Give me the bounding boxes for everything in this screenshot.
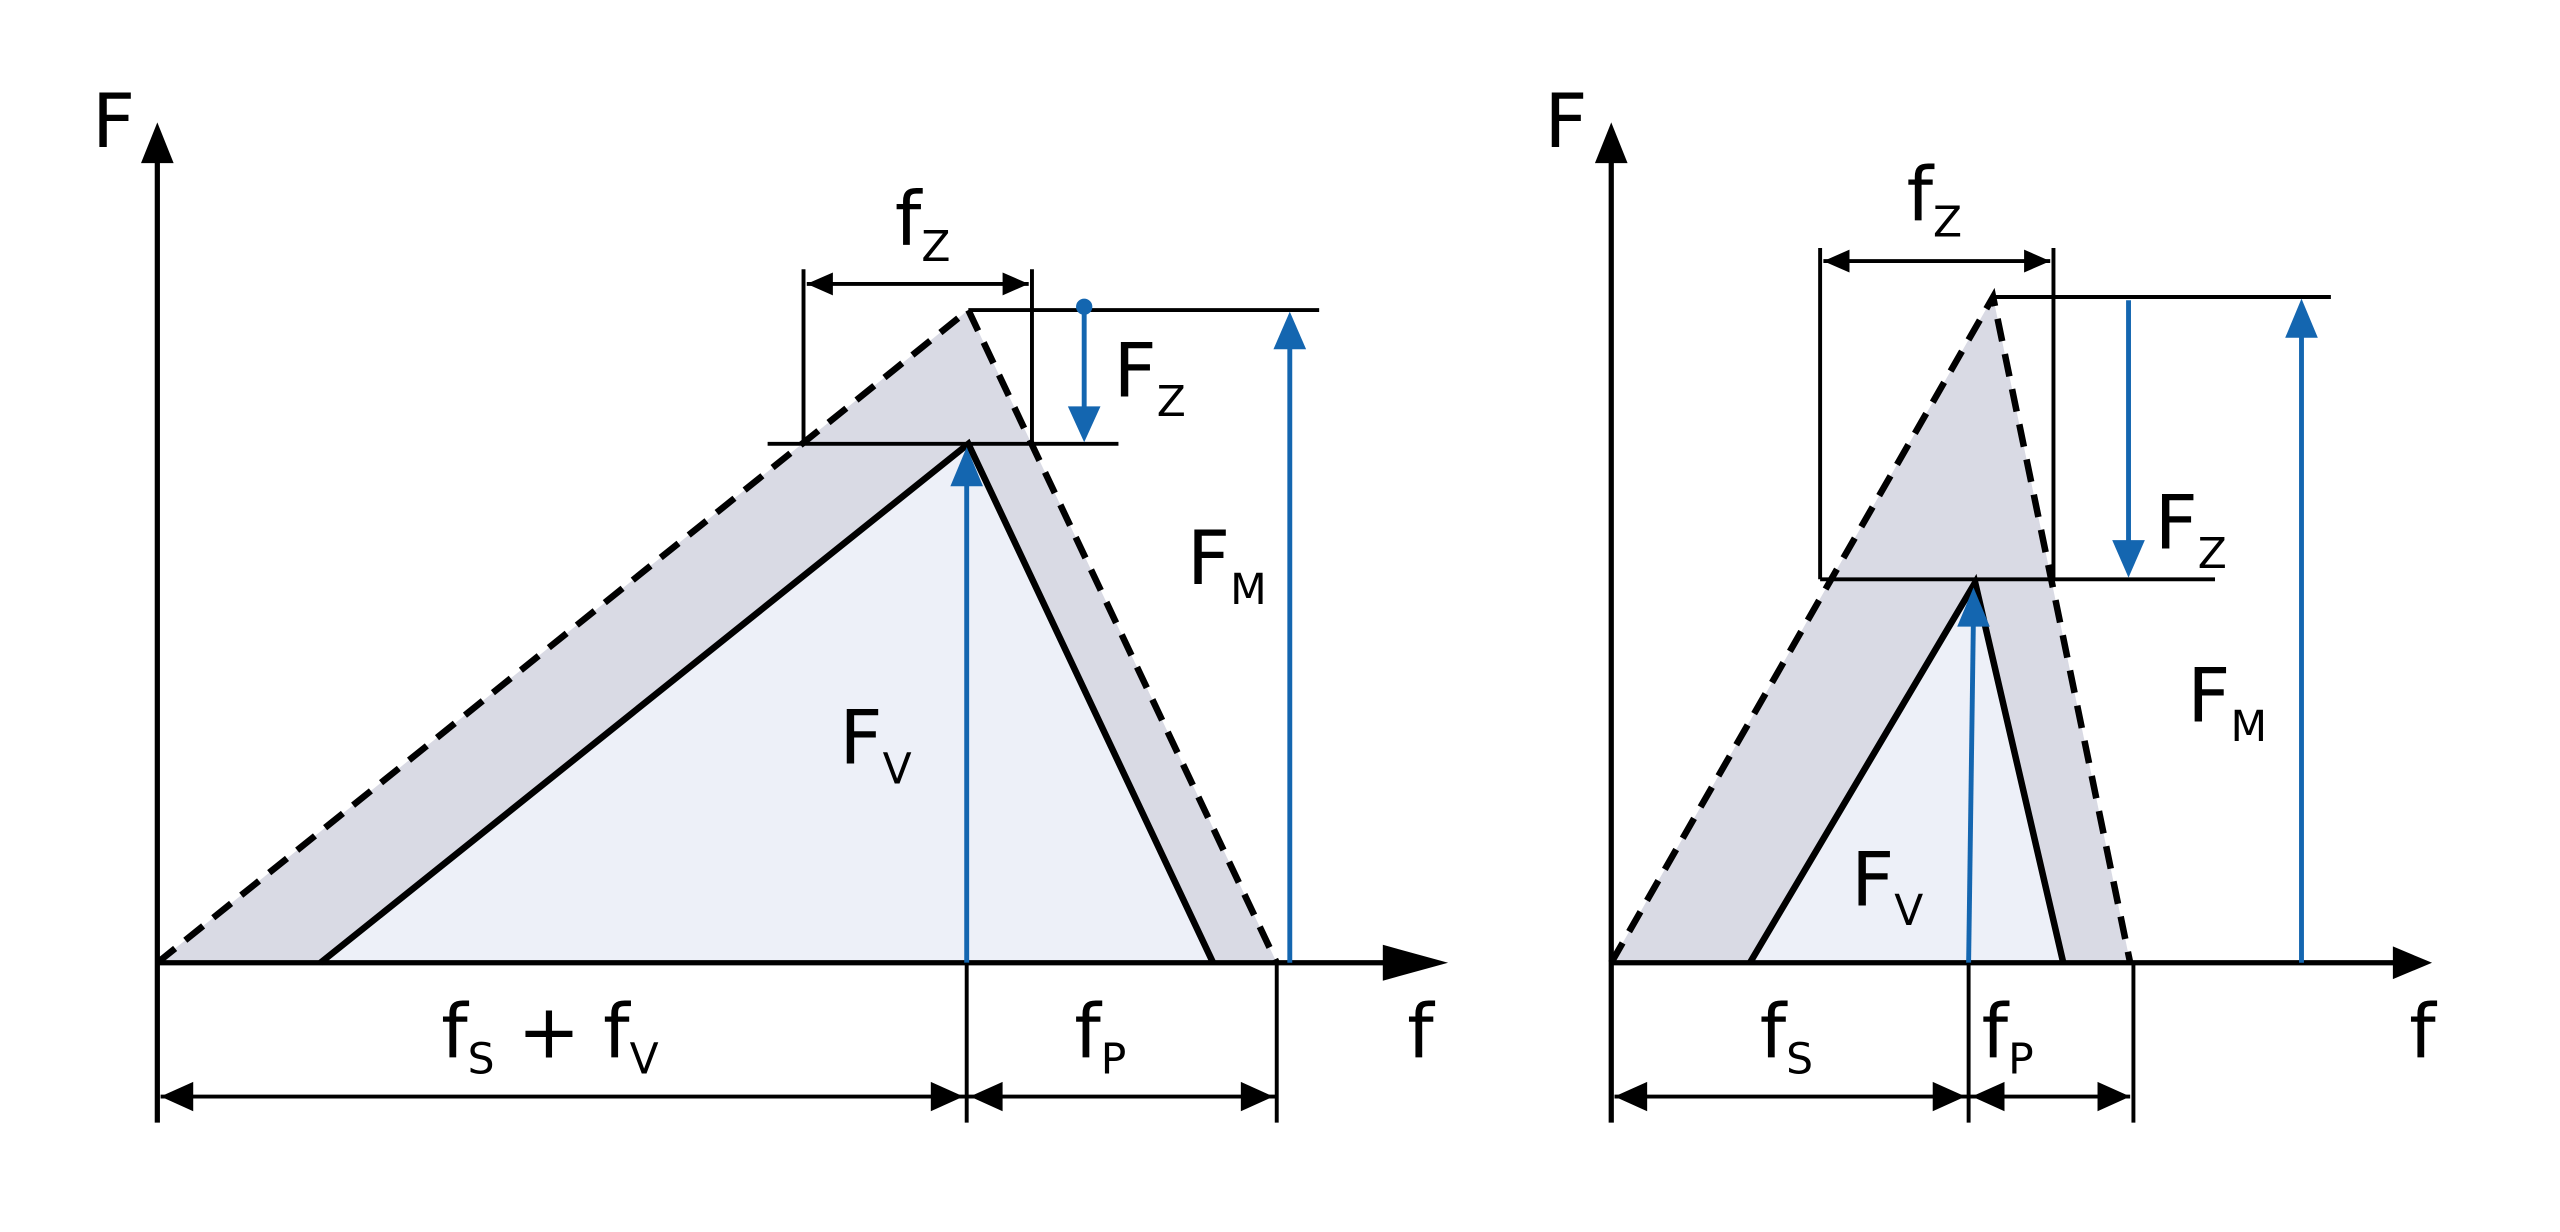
Fm-label: FM: [1187, 514, 1267, 615]
x-axis-label: f: [2409, 987, 2437, 1075]
arrow-up-icon: [1957, 587, 1990, 627]
y-axis-arrow-icon: [141, 122, 174, 164]
arrow-up-icon: [950, 447, 984, 487]
left-diagram: F f fZ FZ FM FV fS+fV fP: [92, 77, 1449, 1123]
Fv-label: FV: [839, 694, 911, 795]
arrow-icon: [1002, 272, 1029, 296]
fp-label: fP: [1982, 987, 2034, 1084]
x-axis-arrow-icon: [1382, 944, 1449, 981]
y-axis-arrow-icon: [1594, 122, 1628, 164]
arrow-up-icon: [2285, 298, 2318, 338]
arrow-icon: [2024, 249, 2051, 273]
fz-label: fZ: [895, 175, 950, 272]
arrow-icon: [1240, 1081, 1274, 1112]
inner-triangle-fill: [1749, 582, 2064, 963]
arrow-icon: [1823, 249, 1850, 273]
fp-label: fP: [1074, 987, 1126, 1084]
arrow-icon: [1971, 1081, 2005, 1112]
arrow-icon: [930, 1081, 964, 1112]
x-axis-arrow-icon: [2392, 946, 2433, 980]
arrow-icon: [969, 1081, 1003, 1112]
arrow-icon: [1932, 1081, 1966, 1112]
arrow-up-icon: [1273, 311, 1307, 350]
Fz-label: FZ: [2155, 478, 2227, 579]
y-axis-label: F: [92, 77, 135, 165]
arrow-icon: [806, 272, 833, 296]
arrow-icon: [2097, 1081, 2131, 1112]
Fv-label: FV: [1851, 836, 1923, 937]
y-axis-label: F: [1544, 77, 1587, 165]
fv-arrow: [1966, 611, 1976, 963]
dashed-outer-line: [155, 304, 1280, 966]
fs-label: fS: [1760, 987, 1813, 1084]
x-axis-label: f: [1407, 987, 1435, 1075]
fs-plus-fv-label: fS+fV: [441, 987, 658, 1084]
fz-label: fZ: [1907, 150, 1962, 247]
arrow-down-icon: [2112, 540, 2145, 578]
arrow-down-icon: [1067, 406, 1101, 443]
solid-inner-line: [1747, 573, 2067, 965]
arrow-icon: [1614, 1081, 1648, 1112]
arrow-icon: [160, 1081, 194, 1112]
Fm-label: FM: [2187, 651, 2267, 752]
inner-triangle-fill: [320, 443, 1214, 963]
right-diagram: F f fZ FZ FM FV fS fP: [1544, 77, 2437, 1123]
Fz-label: FZ: [1114, 327, 1186, 428]
